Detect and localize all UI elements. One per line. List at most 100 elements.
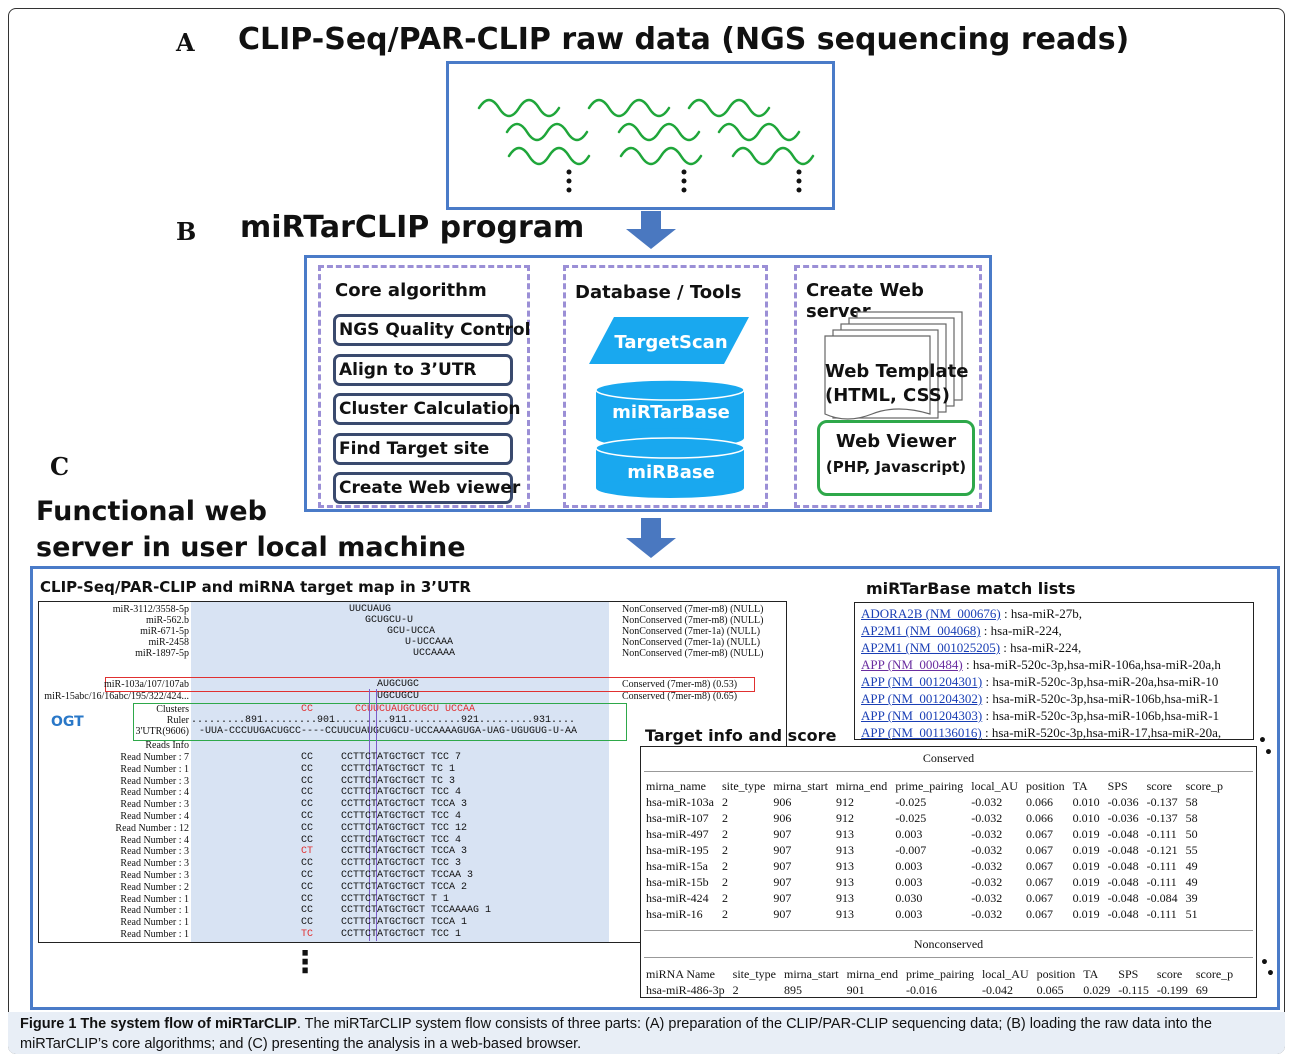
section-c-title-line2: server in user local machine (36, 532, 466, 563)
table-header-cell: score (1146, 778, 1172, 793)
web-server-panel: Create Web server Web Template (HTML, CS… (794, 265, 982, 508)
table-cell: 0.067 (1025, 826, 1053, 841)
web-viewer-line1: Web Viewer (835, 431, 957, 452)
mirna-label: miR-2458 (148, 637, 189, 648)
mirna-annotation: NonConserved (7mer-m8) (NULL) (622, 615, 764, 626)
clusters-label: Clusters (156, 704, 189, 715)
table-cell: 907 (773, 906, 792, 921)
gene-region-highlight (133, 703, 627, 741)
read-prefix: CC (301, 858, 314, 870)
read-seq: CCTTCTATGCTGCT TCC 4 (341, 811, 462, 822)
ruler-seq: .........891.........901.........911....… (191, 715, 576, 726)
table-header-cell: mirna_end (846, 966, 898, 981)
table-cell: 913 (835, 906, 854, 921)
gene-link[interactable]: AP2M1 (NM_001025205) (861, 640, 1001, 655)
read-seq: CCTTCTATGCTGCT TC 1 (341, 763, 456, 775)
table-cell: 0.019 (1072, 890, 1100, 905)
table-cell: 0.065 (1036, 982, 1064, 997)
read-prefix: CT (301, 846, 314, 858)
table-cell: 0.003 (895, 906, 923, 921)
table-cell: 901 (846, 982, 865, 997)
gene-link[interactable]: APP (NM_001204301) (861, 674, 983, 689)
read-prefix: CC (301, 834, 314, 846)
table-cell: 58 (1185, 794, 1198, 809)
read-prefix: CC (301, 752, 314, 763)
table-header-cell: prime_pairing (905, 966, 974, 981)
table-cell: 0.029 (1083, 982, 1111, 997)
table-cell: -0.007 (895, 842, 927, 857)
table-cell: 907 (773, 874, 792, 889)
gene-link[interactable]: APP (NM_001136016) (861, 725, 982, 740)
table-header-cell: miRNA Name (646, 966, 715, 981)
table-header-cell: SPS (1118, 966, 1139, 981)
gene-link[interactable]: APP (NM_001204302) (861, 691, 983, 706)
section-c-title-line1: Functional web (36, 496, 267, 527)
table-cell: 907 (773, 890, 792, 905)
table-header-cell: site_type (732, 966, 776, 981)
table-cell: 0.010 (1072, 810, 1100, 825)
table-cell: 2 (722, 842, 728, 857)
database-tools-panel: Database / Tools TargetScan miRTarBase m… (563, 265, 768, 508)
read-seq: CCTTCTATGCTGCT TCCAAAAG 1 (341, 905, 492, 917)
gene-label: OGT (51, 714, 84, 730)
mirna-label: miR-671-5p (140, 626, 189, 637)
table-cell: 2 (722, 794, 728, 809)
utr-label: 3'UTR(9606) (135, 726, 189, 737)
read-prefix: CC (301, 822, 314, 834)
table-cell: -0.121 (1146, 842, 1178, 857)
read-label: Read Number : 3 (120, 799, 189, 811)
table-cell: 0.003 (895, 858, 923, 873)
table-cell: -0.048 (1107, 874, 1139, 889)
table-cell: -0.032 (971, 842, 1003, 857)
table-cell: -0.048 (1107, 858, 1139, 873)
table-cell: -0.032 (971, 906, 1003, 921)
table-cell: -0.048 (1107, 906, 1139, 921)
program-box (304, 255, 992, 512)
mirna-seq: GCU-UCCA (387, 626, 436, 637)
gene-link[interactable]: ADORA2B (NM_000676) (861, 606, 1001, 621)
gene-link[interactable]: APP (NM_000484) (861, 657, 963, 672)
read-seq: CCTTCTATGCTGCT TCCA 3 (341, 846, 468, 858)
gene-link[interactable]: APP (NM_001204303) (861, 708, 983, 723)
gene-link[interactable]: AP2M1 (NM_004068) (861, 623, 981, 638)
table-cell: 912 (835, 794, 854, 809)
section-c-letter: C (50, 452, 70, 481)
mirna-annotation: Conserved (7mer-m8) (0.65) (622, 691, 738, 702)
read-prefix: CC (301, 870, 314, 881)
utr-region-highlight (191, 602, 609, 942)
table-cell: 2 (722, 826, 728, 841)
table-cell: hsa-miR-107 (646, 810, 709, 825)
match-mirnas: : hsa-miR-520c-3p,hsa-miR-106a,hsa-miR-2… (962, 657, 1221, 672)
table-cell: -0.115 (1118, 982, 1149, 997)
section-c-title: Functional web server in user local mach… (36, 494, 466, 566)
table-cell: 2 (722, 890, 728, 905)
read-seq: CCTTCTATGCTGCT TC 3 (341, 775, 456, 787)
mirna-seq: UCCAAAA (413, 648, 456, 659)
caption-text: . The miRTarCLIP system flow consists of… (20, 1016, 1212, 1052)
more-reads-ellipsis: ⋮ (290, 945, 320, 980)
match-mirnas: : hsa-miR-224, (1000, 640, 1082, 655)
algo-align-to-utr: Align to 3’UTR (333, 354, 513, 386)
table-cell: hsa-miR-497 (646, 826, 709, 841)
targetscan-label: TargetScan (614, 332, 728, 353)
section-b-title: miRTarCLIP program (240, 210, 585, 245)
read-label: Read Number : 3 (120, 846, 189, 858)
match-list-item: APP (NM_000484) : hsa-miR-520c-3p,hsa-mi… (861, 656, 1253, 673)
table-cell: 2 (722, 874, 728, 889)
arrow-down-icon (626, 518, 676, 558)
core-algorithm-panel: Core algorithm NGS Quality Control Align… (318, 265, 530, 508)
web-template-line2: (HTML, CSS) (825, 385, 950, 406)
table-cell: -0.032 (971, 794, 1003, 809)
table-cell: 69 (1195, 982, 1208, 997)
table-cell: 895 (783, 982, 802, 997)
table-cell: -0.111 (1146, 858, 1177, 873)
table-cell: 0.019 (1072, 826, 1100, 841)
arrow-down-icon (626, 211, 676, 249)
match-list-item: ADORA2B (NM_000676) : hsa-miR-27b, (861, 605, 1253, 622)
table-header-cell: TA (1072, 778, 1088, 793)
table-cell: -0.036 (1107, 794, 1139, 809)
